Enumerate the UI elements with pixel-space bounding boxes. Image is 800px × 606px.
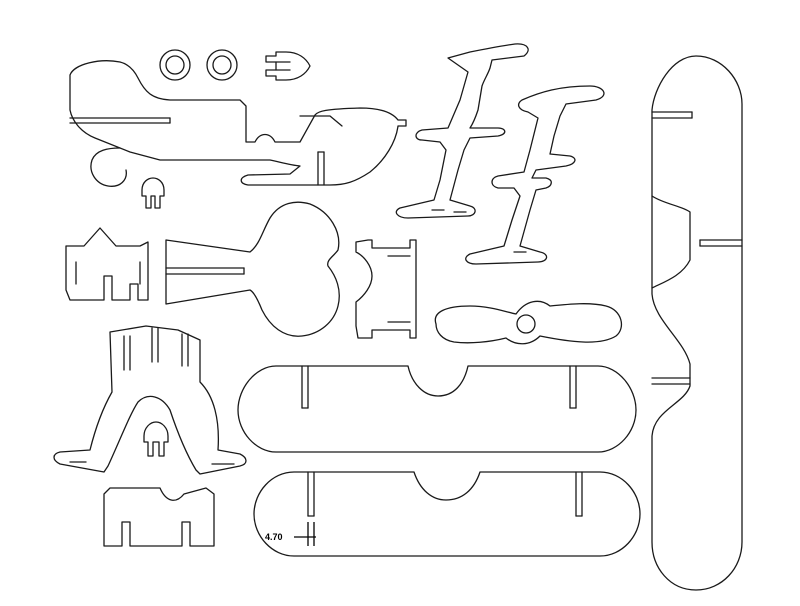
cockpit-bracket-part xyxy=(355,239,417,339)
tab-clip-part-bottom xyxy=(143,421,169,457)
lower-wing-part xyxy=(253,471,641,557)
fuselage-part xyxy=(69,60,407,187)
dimension-label: 4.70 xyxy=(265,532,283,542)
wheel-left-part xyxy=(159,49,191,81)
seat-block-part xyxy=(103,487,215,547)
strut-right-part xyxy=(465,85,605,265)
nose-connector-part xyxy=(265,51,311,81)
wheel-right-part xyxy=(206,49,238,81)
strut-left-part xyxy=(395,43,529,219)
dimension-annotation: 4.70 xyxy=(265,522,316,546)
propeller-part xyxy=(434,300,623,345)
tab-clip-part-top xyxy=(141,177,165,209)
landing-gear-front-part xyxy=(65,227,149,301)
landing-gear-frame-part xyxy=(53,325,247,475)
side-panel-part xyxy=(651,55,743,591)
upper-wing-part xyxy=(237,365,637,453)
tailplane-part xyxy=(165,201,340,337)
